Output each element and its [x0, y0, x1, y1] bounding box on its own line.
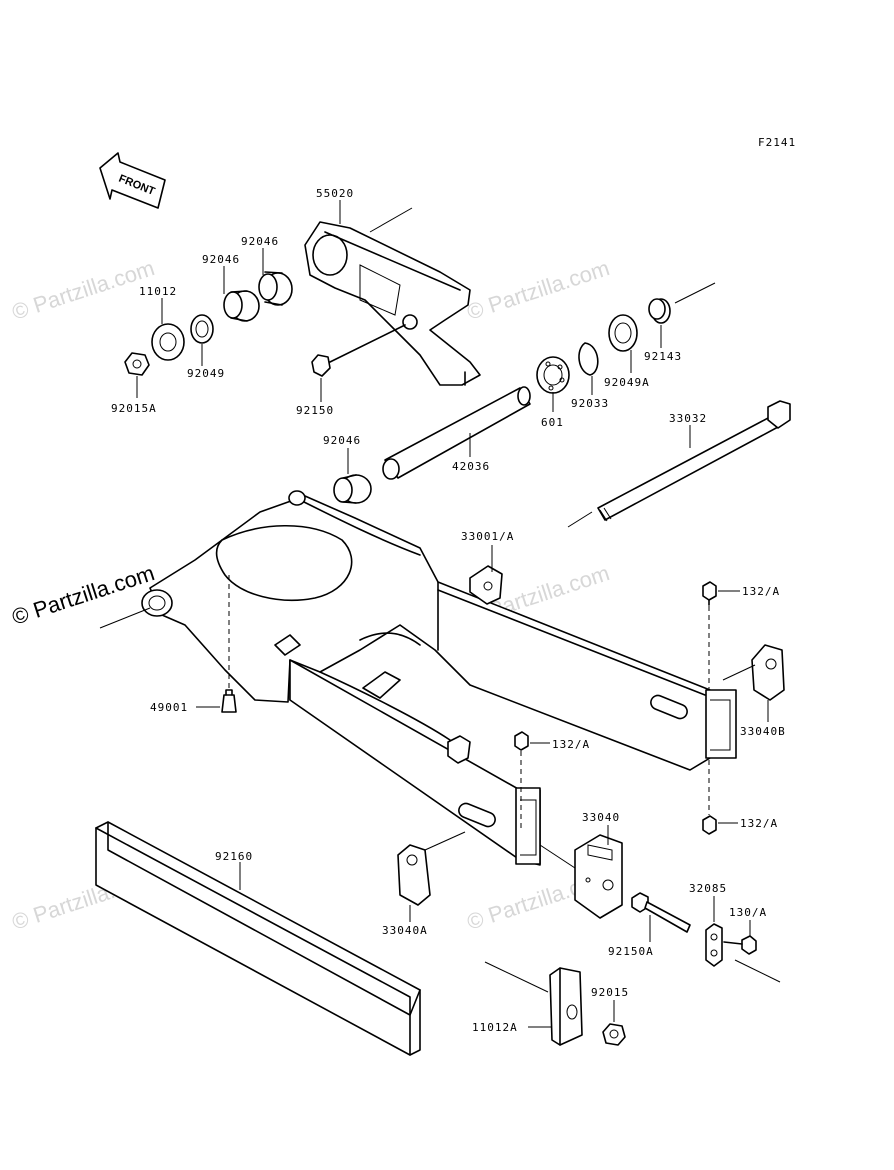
part-label-130A: 130/A	[729, 906, 767, 919]
part-label-601: 601	[541, 416, 564, 429]
leader-line	[484, 961, 549, 993]
bolt-132A-top-right	[702, 581, 717, 606]
bushing-92046-mid	[223, 290, 260, 322]
part-label-92046: 92046	[241, 235, 279, 248]
chain-adjuster-block-33040B	[751, 644, 785, 701]
watermark-text: © Partzilla.com	[464, 255, 613, 325]
part-label-92046: 92046	[323, 434, 361, 447]
nut-92015	[602, 1023, 626, 1046]
nut-92015A	[124, 352, 150, 376]
part-label-33040B: 33040B	[740, 725, 786, 738]
pivot-shaft-33032	[597, 400, 791, 522]
part-label-92143: 92143	[644, 350, 682, 363]
part-label-92049A: 92049A	[604, 376, 650, 389]
part-label-92160: 92160	[215, 850, 253, 863]
leader-line	[734, 959, 781, 983]
part-label-33001A: 33001/A	[461, 530, 514, 543]
part-labels: 55020 92046 92046 11012 92049 92015A 921…	[111, 187, 786, 1034]
part-label-132A: 132/A	[740, 817, 778, 830]
part-label-55020: 55020	[316, 187, 354, 200]
bolt-132A-middle	[514, 731, 529, 751]
plate-32085	[705, 923, 723, 967]
leader-line	[99, 607, 151, 629]
bolt-92150	[311, 324, 406, 377]
bushing-92046-upper	[258, 271, 293, 306]
part-label-33032: 33032	[669, 412, 707, 425]
part-label-132A: 132/A	[742, 585, 780, 598]
bolt-130A	[723, 935, 757, 955]
leader-line	[424, 831, 466, 851]
circlip-92033	[578, 342, 599, 376]
watermark-text: © Partzilla.com	[9, 255, 158, 325]
rubber-guide-92160	[95, 821, 421, 1056]
bushing-92046-lower	[333, 474, 372, 504]
swingarm-33001	[141, 490, 737, 866]
grease-fitting-49001	[221, 689, 237, 713]
chain-guide-bracket-55020	[304, 221, 481, 386]
part-label-92015: 92015	[591, 986, 629, 999]
collar-92143	[648, 298, 671, 324]
leader-line	[539, 844, 576, 869]
bearing-601	[536, 356, 570, 394]
front-arrow-icon: FRONT	[99, 152, 166, 209]
bolt-132A-bottom-right	[702, 815, 717, 835]
leader-line	[567, 511, 593, 528]
cap-11012A	[549, 967, 583, 1046]
figure-id: F2141	[758, 136, 796, 149]
part-label-92049: 92049	[187, 367, 225, 380]
part-label-11012A: 11012A	[472, 1021, 518, 1034]
part-label-92150A: 92150A	[608, 945, 654, 958]
part-label-33040: 33040	[582, 811, 620, 824]
part-label-11012: 11012	[139, 285, 177, 298]
bolt-92150A	[631, 892, 691, 933]
part-label-49001: 49001	[150, 701, 188, 714]
part-label-92150: 92150	[296, 404, 334, 417]
watermark-text-dark: © Partzilla.com	[9, 560, 158, 630]
part-label-92015A: 92015A	[111, 402, 157, 415]
leader-line	[722, 664, 756, 681]
part-label-42036: 42036	[452, 460, 490, 473]
part-label-33040A: 33040A	[382, 924, 428, 937]
leader-line	[674, 282, 716, 304]
leader-line	[369, 207, 413, 233]
part-label-32085: 32085	[689, 882, 727, 895]
chain-adjuster-block-33040	[574, 834, 623, 919]
part-label-92033: 92033	[571, 397, 609, 410]
seal-92049	[190, 314, 214, 344]
seal-92049A	[608, 314, 638, 352]
cap-11012	[151, 323, 185, 361]
part-label-132A: 132/A	[552, 738, 590, 751]
part-label-92046: 92046	[202, 253, 240, 266]
bracket-33040A	[397, 844, 431, 906]
sleeve-42036	[382, 386, 531, 480]
